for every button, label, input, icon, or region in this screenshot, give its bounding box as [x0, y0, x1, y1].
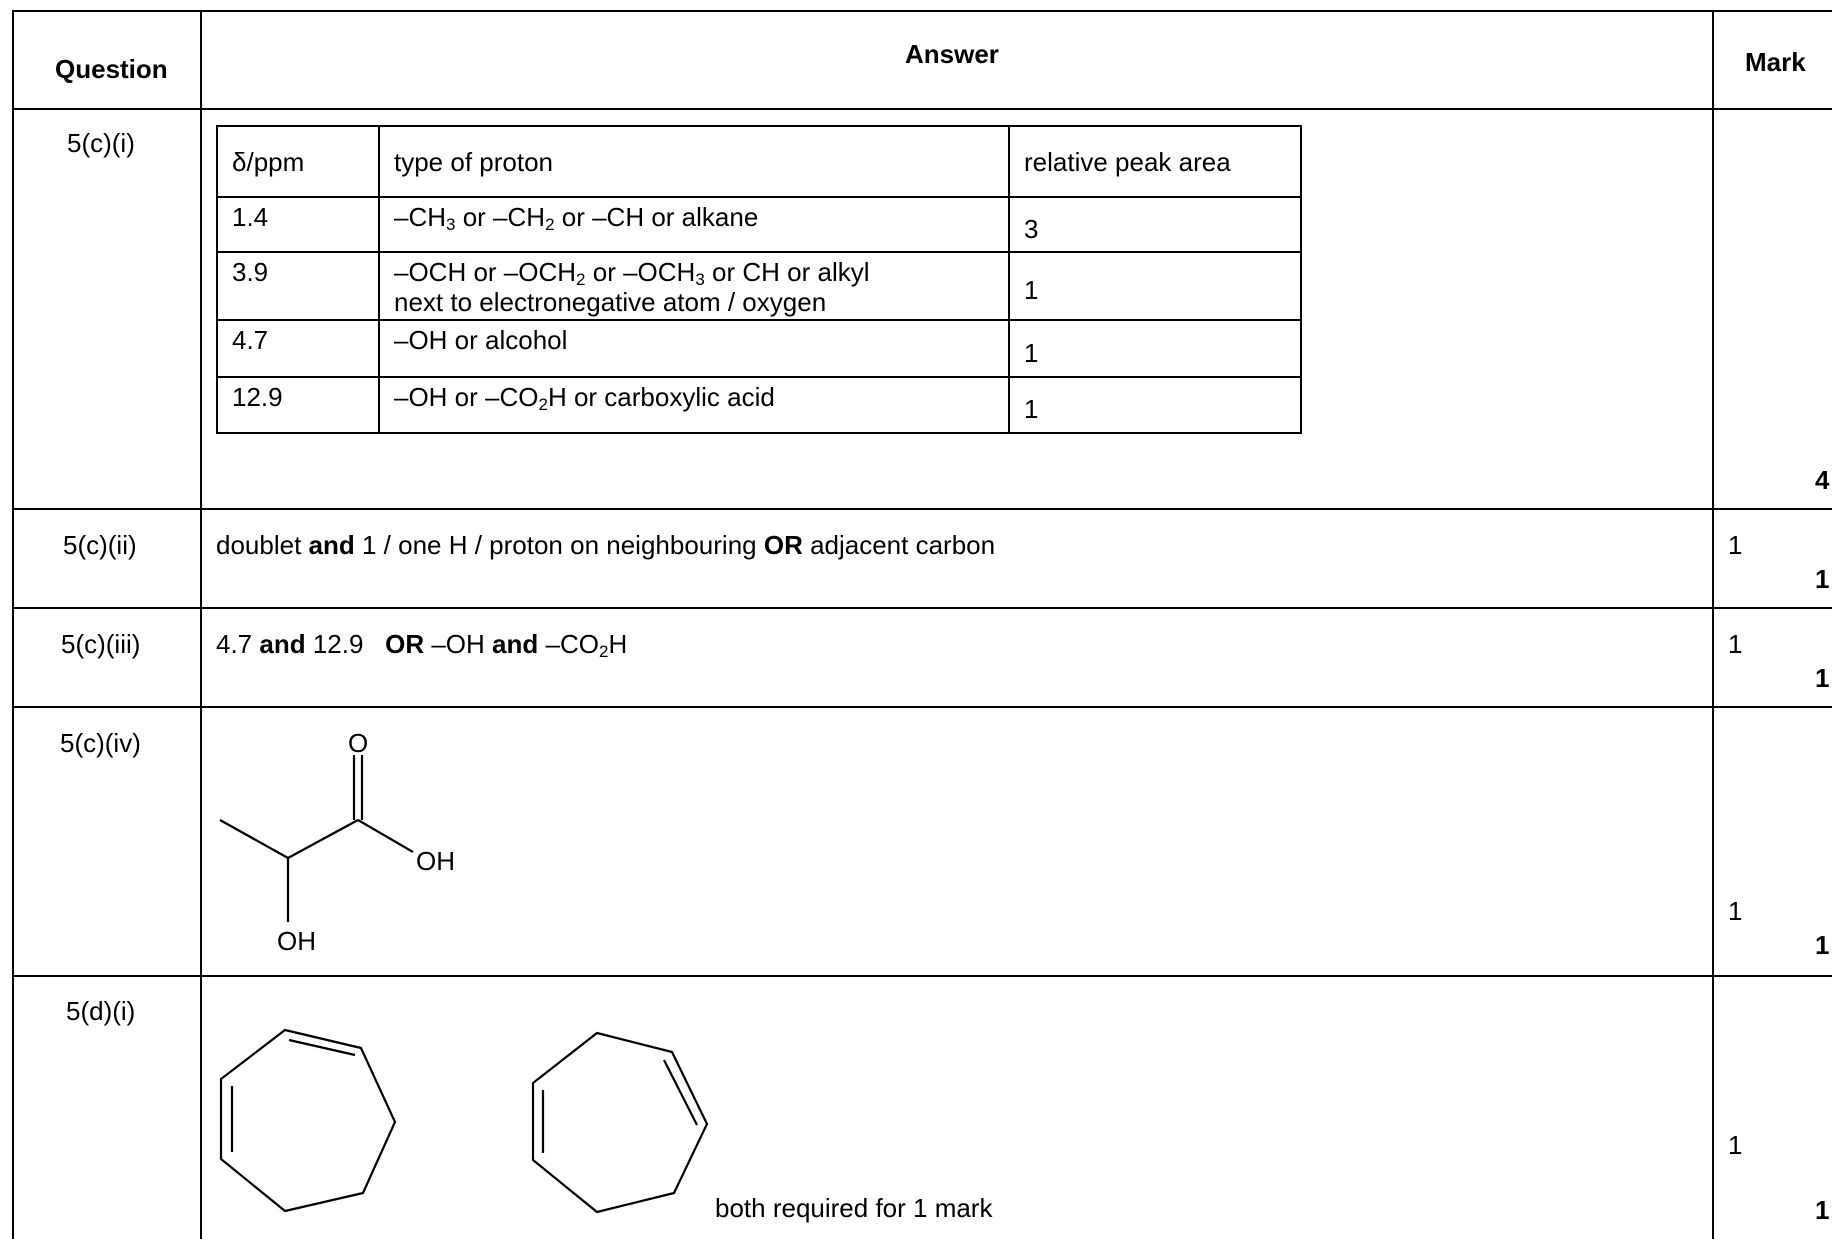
grid-row3-bottom — [12, 706, 1832, 708]
mark-value: 1 — [1728, 629, 1743, 659]
mark-total: 1 — [1815, 1195, 1830, 1225]
grid-row2-bottom — [12, 607, 1832, 609]
nmr-type: –OH or alcohol — [378, 319, 1010, 378]
nmr-row: 4.7 –OH or alcohol 1 — [216, 319, 1302, 378]
question-label: 5(c)(ii) — [63, 530, 137, 560]
nmr-row: 3.9 –OCH or –OCH2 or –OCH3 or CH or alky… — [216, 251, 1302, 321]
question-label: 5(d)(i) — [66, 996, 136, 1026]
nmr-row: 12.9 –OH or –CO2H or carboxylic acid 1 — [216, 376, 1302, 434]
atom-label: OH — [416, 846, 455, 876]
nmr-area: 1 — [1008, 319, 1302, 378]
header-mark: Mark — [1745, 47, 1806, 77]
double-bond-line — [663, 1059, 698, 1126]
mark-total: 1 — [1815, 663, 1830, 693]
nmr-area: 1 — [1008, 376, 1302, 434]
mark-value: 1 — [1728, 530, 1743, 560]
nmr-type-line2: next to electronegative atom / oxygen — [394, 287, 827, 317]
nmr-type: –OH or –CO2H or carboxylic acid — [378, 376, 1010, 434]
nmr-shift: 1.4 — [216, 196, 380, 253]
nmr-shift: 12.9 — [216, 376, 380, 434]
nmr-area: 3 — [1008, 196, 1302, 253]
nmr-shift: 4.7 — [216, 319, 380, 378]
double-bond-line — [288, 1038, 356, 1057]
ring — [219, 1028, 397, 1213]
nmr-header-area: relative peak area — [1008, 125, 1302, 198]
bond — [287, 819, 359, 859]
nmr-row: 1.4 –CH3 or –CH2 or –CH or alkane 3 — [216, 196, 1302, 253]
mark-total: 1 — [1815, 930, 1830, 960]
grid-left — [12, 10, 14, 1239]
question-label: 5(c)(iv) — [60, 728, 141, 758]
mark-total: 4 — [1815, 465, 1830, 495]
nmr-area: 1 — [1008, 251, 1302, 321]
nmr-table-header: δ/ppm type of proton relative peak area — [216, 125, 1302, 198]
answer-text: doublet and 1 / one H / proton on neighb… — [216, 530, 996, 560]
grid-row1-bottom — [12, 508, 1832, 510]
grid-row4-bottom — [12, 975, 1832, 977]
header-answer: Answer — [905, 39, 999, 69]
atom-label: OH — [277, 926, 316, 956]
nmr-type: –CH3 or –CH2 or –CH or alkane — [378, 196, 1010, 253]
bond — [357, 819, 414, 853]
question-label: 5(c)(iii) — [61, 629, 141, 659]
grid-top — [12, 10, 1832, 12]
mark-total: 1 — [1815, 564, 1830, 594]
header-question: Question — [55, 54, 168, 84]
grid-header-bottom — [12, 108, 1832, 110]
mark-value: 1 — [1728, 896, 1743, 926]
mark-value: 1 — [1728, 1130, 1743, 1160]
answer-text: 4.7 and 12.9 OR –OH and –CO2H — [216, 629, 628, 661]
nmr-table: δ/ppm type of proton relative peak area … — [216, 125, 1302, 434]
question-label: 5(c)(i) — [67, 128, 135, 158]
nmr-shift: 3.9 — [216, 251, 380, 321]
atom-label: O — [348, 728, 368, 758]
bond — [219, 819, 289, 859]
grid-mark-divider — [1712, 10, 1714, 1239]
note-text: both required for 1 mark — [715, 1193, 993, 1223]
grid-question-divider — [200, 10, 202, 1239]
nmr-header-type: type of proton — [378, 125, 1010, 198]
ring — [531, 1031, 709, 1214]
nmr-header-shift: δ/ppm — [216, 125, 380, 198]
